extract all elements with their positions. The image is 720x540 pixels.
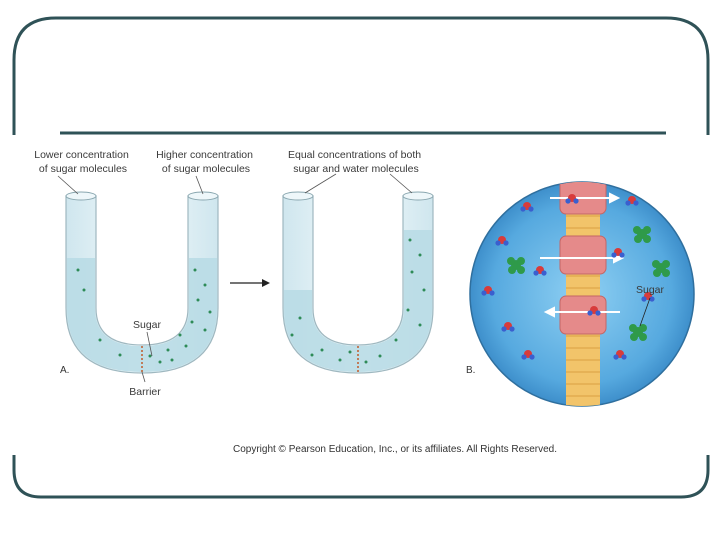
frame-bottom-right-corner <box>380 455 710 499</box>
sugar-molecules <box>507 226 670 341</box>
copyright-notice: Copyright © Pearson Education, Inc., or … <box>233 444 557 455</box>
u-tube-a <box>65 191 219 374</box>
u-tube-a-sugar-dots <box>76 268 212 364</box>
u-tube-b-right-opening <box>402 191 434 201</box>
u-tube-b-glass <box>282 195 434 374</box>
panel-label-b: B. <box>466 365 475 376</box>
label-sugar-tube: Sugar <box>133 319 162 331</box>
u-tube-a-water <box>67 258 217 372</box>
label-sugar-circle: Sugar <box>636 284 665 296</box>
frame-top-left-corner <box>12 16 320 135</box>
lipid-bilayer <box>566 182 600 406</box>
protein-channel-2 <box>559 235 607 275</box>
u-tube-a-right-opening <box>187 191 219 201</box>
label-equal-concentrations: Equal concentrations of both sugar and w… <box>288 149 424 175</box>
protein-channel-1 <box>559 182 607 215</box>
process-arrow <box>230 279 270 287</box>
u-tube-b-sugar-dots <box>290 238 426 364</box>
u-tube-a-left-opening <box>65 191 97 201</box>
frame-bottom-left-corner <box>12 455 340 499</box>
label-higher-concentration: Higher concentration of sugar molecules <box>156 149 256 175</box>
frame-top-right-corner <box>400 16 710 135</box>
panel-label-a: A. <box>60 365 69 376</box>
label-barrier: Barrier <box>129 386 161 398</box>
u-tube-a-glass <box>65 195 219 374</box>
membrane-closeup <box>469 181 695 407</box>
u-tube-b-water <box>284 230 432 372</box>
u-tube-b <box>282 191 434 374</box>
label-lower-concentration: Lower concentration of sugar molecules <box>34 149 131 175</box>
water-molecules <box>481 194 655 360</box>
protein-channel-3 <box>559 295 607 335</box>
u-tube-b-left-opening <box>282 191 314 201</box>
